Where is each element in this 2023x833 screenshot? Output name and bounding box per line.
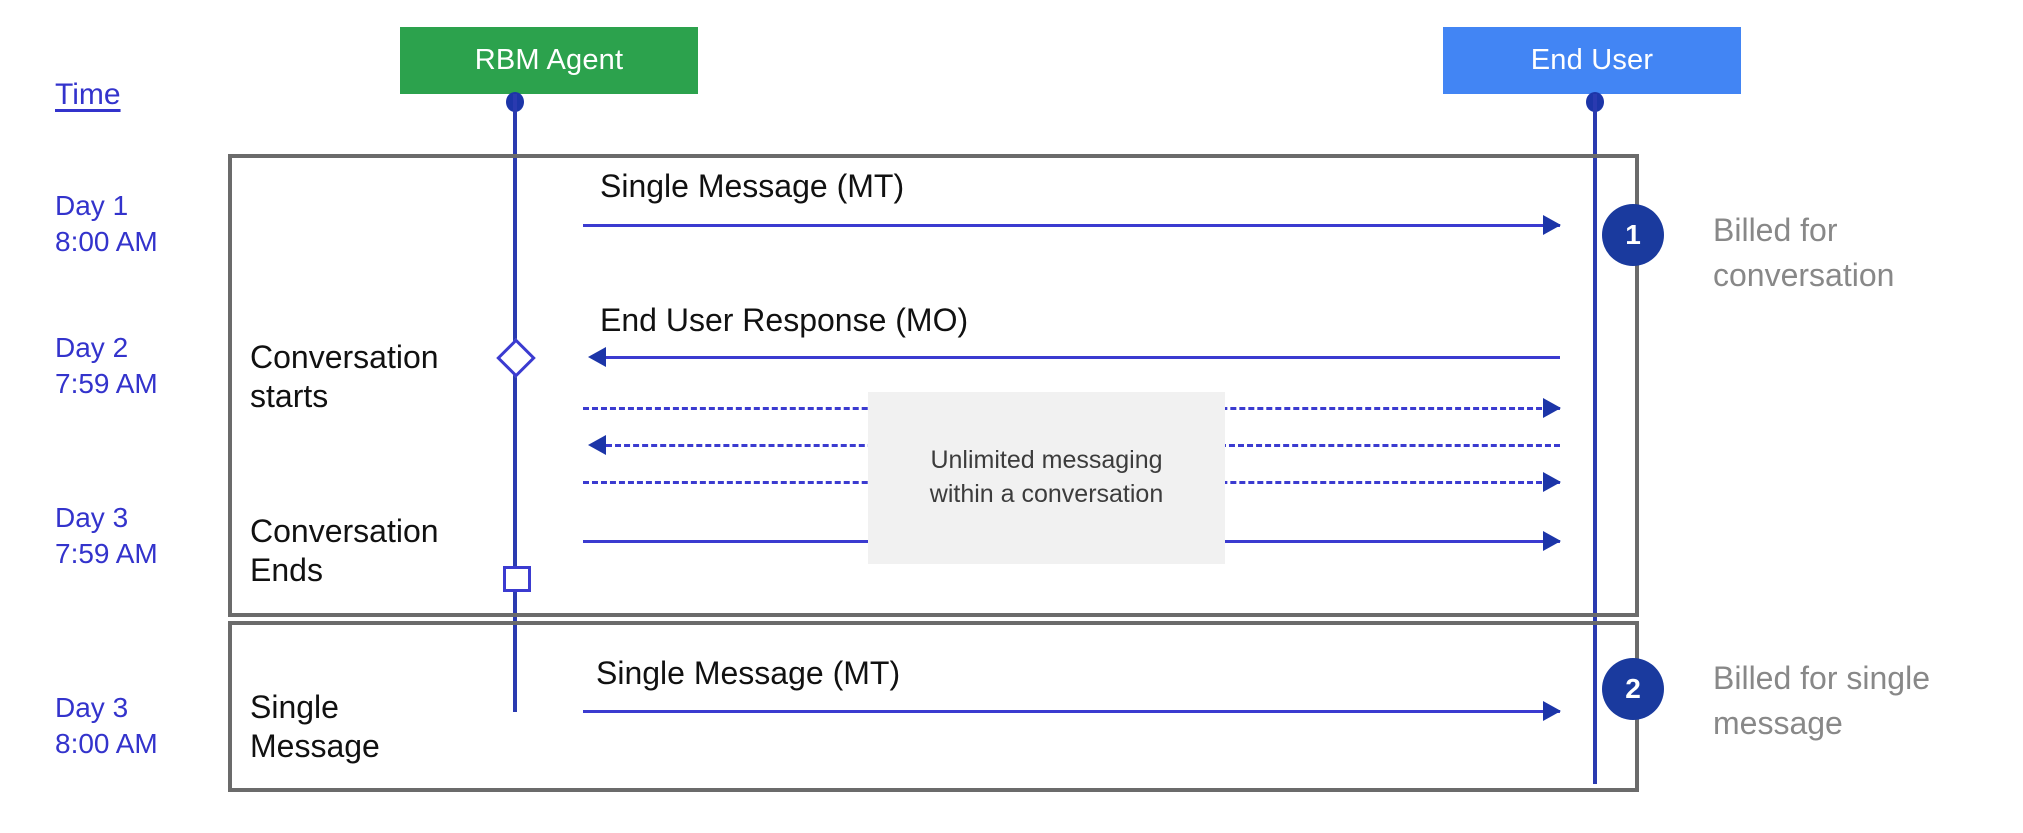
section-label-conversation-starts: Conversation starts: [250, 339, 439, 415]
billing-caption-2: Billed for single message: [1713, 660, 1930, 742]
note-unlimited-messaging: Unlimited messaging within a conversatio…: [868, 392, 1225, 564]
message-arrow-head-right-7: [1543, 701, 1561, 721]
conversation-end-square-marker: [503, 566, 531, 592]
time-axis-label: Time: [55, 78, 121, 111]
rbm-agent-lifeline: [513, 94, 517, 712]
section-label-single-message: Single Message: [250, 689, 380, 765]
message-arrow-head-right-3: [1543, 398, 1561, 418]
section-label-conversation-ends: Conversation Ends: [250, 513, 439, 589]
actor-end-user-label: End User: [1530, 44, 1654, 76]
actor-end-user[interactable]: End User: [1443, 27, 1741, 94]
conversation-group-box: [228, 154, 1639, 617]
actor-rbm-agent-label: RBM Agent: [474, 44, 624, 76]
billing-badge-2[interactable]: 2: [1602, 658, 1664, 720]
actor-rbm-agent[interactable]: RBM Agent: [400, 27, 698, 94]
message-arrow-head-left-4: [588, 435, 606, 455]
message-arrow-head-right-6: [1543, 531, 1561, 551]
single-message-group-box: [228, 621, 1639, 792]
message-label-single-message-mt-1: Single Message (MT): [600, 168, 905, 204]
billing-badge-1-number: 1: [1625, 219, 1641, 250]
timestamp-day3-759am: Day 3 7:59 AM: [55, 502, 158, 569]
message-label-single-message-mt-2: Single Message (MT): [596, 655, 901, 691]
timestamp-day2-759am: Day 2 7:59 AM: [55, 332, 158, 399]
message-label-end-user-response-mo: End User Response (MO): [600, 302, 969, 338]
message-arrow-line-2: [606, 356, 1560, 359]
timestamp-day1-8am: Day 1 8:00 AM: [55, 190, 158, 257]
billing-badge-1[interactable]: 1: [1602, 204, 1664, 266]
message-arrow-line-7: [583, 710, 1560, 713]
billing-badge-2-number: 2: [1625, 673, 1641, 704]
end-user-lifeline: [1593, 94, 1597, 784]
message-arrow-line-1: [583, 224, 1560, 227]
message-arrow-head-left-2: [588, 347, 606, 367]
billing-caption-1: Billed for conversation: [1713, 212, 1895, 294]
message-arrow-head-right-1: [1543, 215, 1561, 235]
message-arrow-head-right-5: [1543, 472, 1561, 492]
timestamp-day3-8am: Day 3 8:00 AM: [55, 692, 158, 759]
note-unlimited-messaging-text: Unlimited messaging within a conversatio…: [929, 446, 1164, 508]
